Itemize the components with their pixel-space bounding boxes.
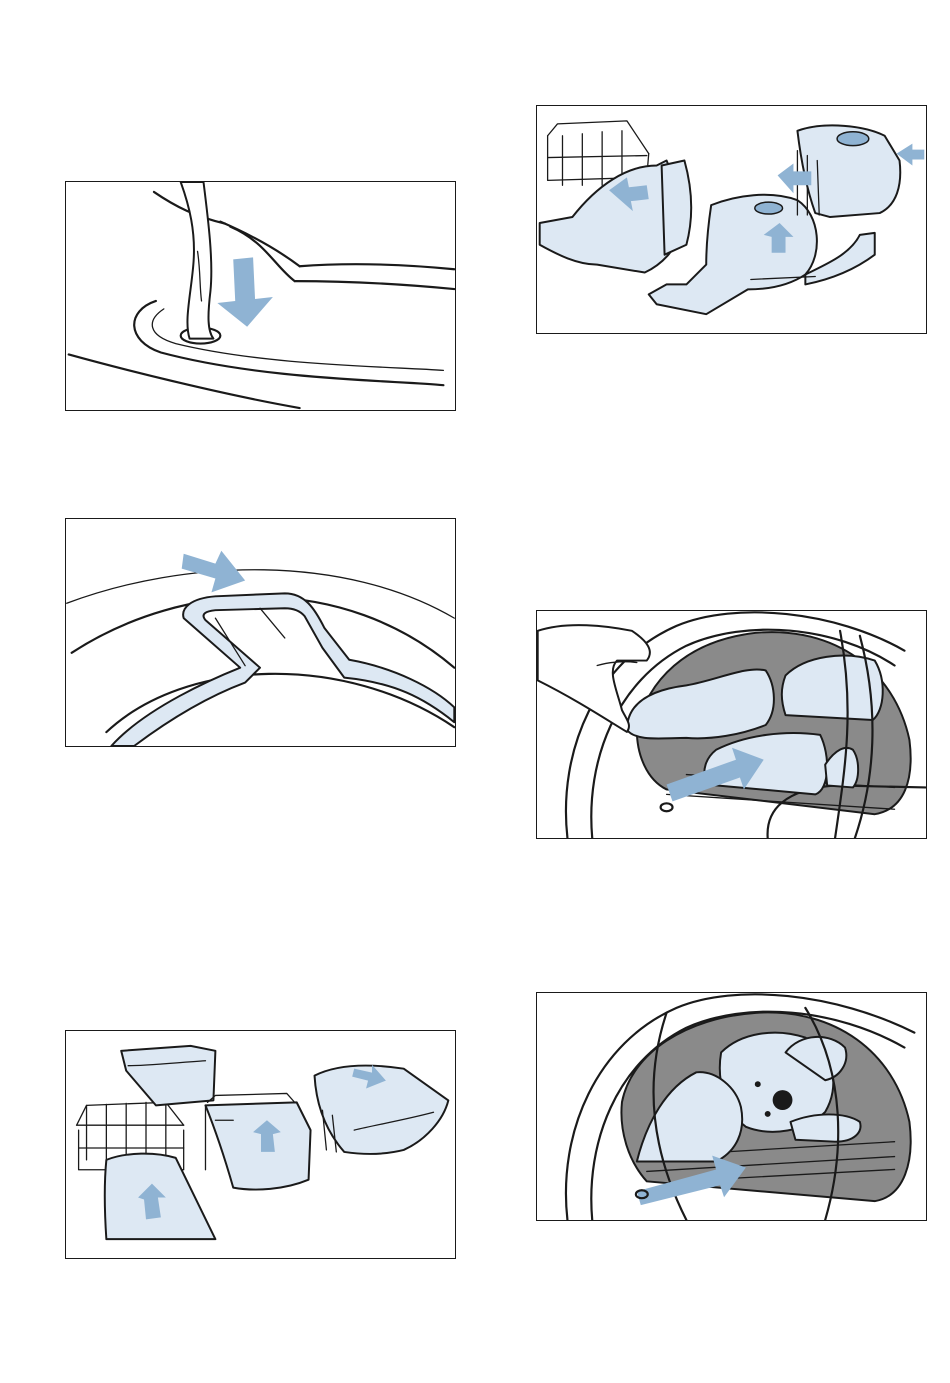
shoes-placed-on-rack-in-drum-illustration <box>537 611 926 838</box>
figure-rack-leg-insert <box>65 181 456 411</box>
figure-wrap-shirts <box>536 105 927 334</box>
socks-wrapped-around-rack-illustration <box>66 1031 455 1258</box>
figure-load-toy <box>536 992 927 1221</box>
rack-hooked-on-door-seal-illustration <box>66 519 455 746</box>
soft-toy-placed-on-rack-in-drum-illustration <box>537 993 926 1220</box>
garments-wrapped-on-rack-illustration <box>537 106 926 333</box>
figure-load-shoes <box>536 610 927 839</box>
figure-wrap-socks <box>65 1030 456 1259</box>
figure-rack-hook-seal <box>65 518 456 747</box>
rack-leg-into-socket-illustration <box>66 182 455 410</box>
